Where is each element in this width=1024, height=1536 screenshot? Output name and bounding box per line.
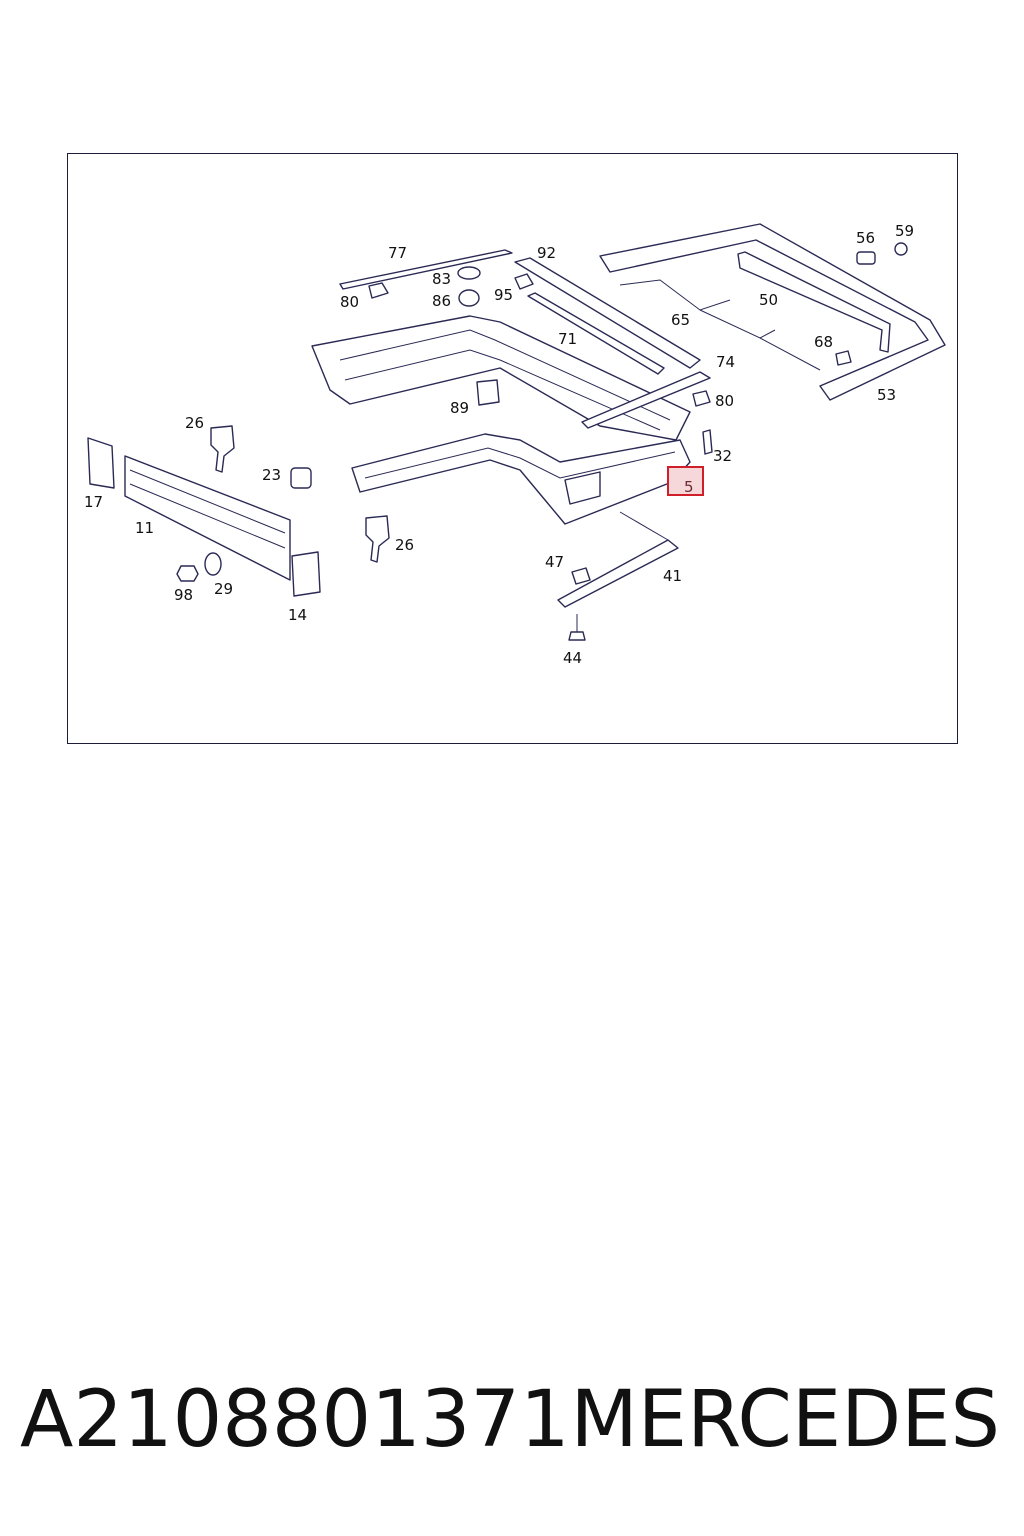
callout-77[interactable]: 77	[388, 244, 407, 262]
callout-47[interactable]: 47	[545, 553, 564, 571]
callout-89[interactable]: 89	[450, 399, 469, 417]
callout-29[interactable]: 29	[214, 580, 233, 598]
bumper-carrier	[311, 315, 691, 441]
callout-86[interactable]: 86	[432, 292, 451, 310]
callout-23[interactable]: 23	[262, 466, 281, 484]
part-56-sensor	[856, 251, 876, 265]
part-number: A2108801371	[20, 1375, 570, 1465]
part-86-grommet	[458, 289, 480, 307]
part-77-strip	[339, 249, 513, 290]
part-44-screw	[568, 631, 586, 641]
callout-44[interactable]: 44	[563, 649, 582, 667]
callout-26-upper[interactable]: 26	[185, 414, 204, 432]
part-89-bracket	[476, 379, 500, 406]
part-26-bracket-upper	[210, 425, 235, 473]
callout-14[interactable]: 14	[288, 606, 307, 624]
callout-71[interactable]: 71	[558, 330, 577, 348]
callout-95[interactable]: 95	[494, 286, 513, 304]
callout-11[interactable]: 11	[135, 519, 154, 537]
part-83-washer	[457, 266, 481, 280]
part-17-bracket	[87, 437, 115, 489]
part-80-clip	[368, 282, 389, 299]
callout-5[interactable]: 5	[684, 478, 694, 496]
part-41-strip	[557, 539, 679, 608]
brand-name: MERCEDES	[570, 1375, 1001, 1465]
callout-26-lower[interactable]: 26	[395, 536, 414, 554]
callout-50[interactable]: 50	[759, 291, 778, 309]
part-5-bumper-cover	[351, 433, 691, 525]
part-68-clip	[835, 350, 852, 366]
callout-68[interactable]: 68	[814, 333, 833, 351]
part-65-wiring	[619, 279, 821, 371]
part-47-clip	[571, 567, 591, 585]
part-80-clip-2	[692, 390, 711, 407]
callout-65[interactable]: 65	[671, 311, 690, 329]
part-14-bracket	[291, 551, 321, 597]
part-71-strip	[527, 292, 665, 375]
part-32-pin	[702, 429, 713, 455]
callout-74[interactable]: 74	[716, 353, 735, 371]
callout-98[interactable]: 98	[174, 586, 193, 604]
callout-53[interactable]: 53	[877, 386, 896, 404]
part-11-absorber	[124, 455, 291, 581]
callout-56[interactable]: 56	[856, 229, 875, 247]
callout-80[interactable]: 80	[340, 293, 359, 311]
part-23-bushing	[290, 467, 312, 489]
part-59-grommet	[894, 242, 908, 256]
part-98-nut	[176, 565, 199, 582]
callout-41[interactable]: 41	[663, 567, 682, 585]
part-53-trim	[599, 223, 946, 401]
callout-17[interactable]: 17	[84, 493, 103, 511]
footer: A2108801371 MERCEDES	[0, 1370, 1024, 1470]
callout-92[interactable]: 92	[537, 244, 556, 262]
part-50-reinforcement	[737, 251, 891, 353]
part-92-trim	[514, 257, 701, 369]
callout-80-right[interactable]: 80	[715, 392, 734, 410]
diagram-frame	[67, 153, 958, 744]
part-95-clip	[514, 273, 534, 290]
part-74-strip	[581, 371, 711, 429]
callout-59[interactable]: 59	[895, 222, 914, 240]
callout-83[interactable]: 83	[432, 270, 451, 288]
part-26-bracket-lower	[365, 515, 390, 563]
highlight-box-5[interactable]	[667, 466, 704, 496]
callout-32[interactable]: 32	[713, 447, 732, 465]
part-29-washer	[204, 552, 222, 576]
